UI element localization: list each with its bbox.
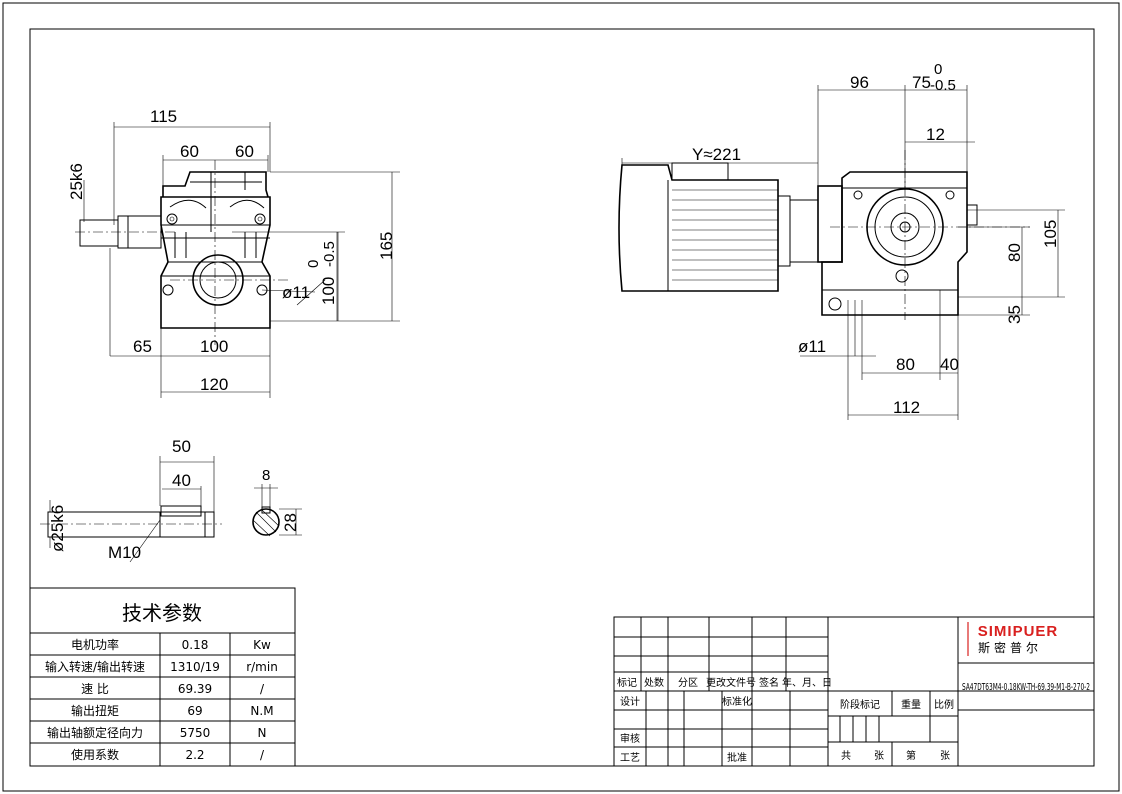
dim-8: 8 (262, 467, 270, 484)
dim-165: 165 (377, 232, 396, 260)
param-unit: / (260, 682, 265, 696)
inner-frame (29, 28, 1095, 767)
param-label: 电机功率 (71, 637, 119, 652)
param-label: 输入转速/输出转速 (45, 659, 145, 674)
shaft-dimension-labels: 50 40 ø25k6 M10 8 28 (48, 437, 300, 562)
dim-100-tol-lo: -0.5 (321, 241, 338, 267)
label-design: 设计 (620, 695, 640, 708)
header-date: 年、月、日 (782, 676, 832, 689)
label-approve: 批准 (727, 751, 747, 764)
dim-75: 75 (912, 73, 931, 92)
header-zone: 分区 (678, 677, 698, 689)
dim-96: 96 (850, 73, 869, 92)
label-standardize: 标准化 (722, 695, 752, 708)
logo-cn: 斯密普尔 (978, 640, 1042, 655)
label-sheet-no: 第 (906, 749, 916, 762)
dim-65: 65 (133, 337, 152, 356)
dim-60-left: 60 (180, 142, 199, 161)
param-value: 69 (187, 704, 202, 718)
dim-120: 120 (200, 375, 228, 394)
dim-25k6: 25k6 (67, 163, 86, 200)
label-sheets-unit: 张 (874, 750, 884, 762)
label-sheet-unit: 张 (940, 750, 950, 762)
dim-75-tol-up: 0 (934, 61, 942, 78)
dim-112: 112 (893, 398, 920, 417)
side-view (618, 85, 1065, 420)
param-unit: N (258, 726, 267, 740)
dim-28: 28 (281, 513, 300, 532)
label-review: 审核 (620, 732, 640, 745)
logo-en: SIMIPUER (978, 623, 1059, 640)
front-view (75, 122, 400, 398)
param-value: 1310/19 (170, 660, 220, 674)
header-change-doc: 更改文件号 (706, 676, 756, 689)
dim-80-horizontal: 80 (896, 355, 915, 374)
dim-40-shaft: 40 (172, 471, 191, 490)
param-label: 使用系数 (71, 747, 119, 762)
param-unit: / (260, 748, 265, 762)
label-total: 共 (841, 750, 851, 762)
dim-105: 105 (1041, 220, 1060, 248)
dim-m10: M10 (108, 543, 141, 562)
param-unit: r/min (246, 660, 278, 674)
label-process: 工艺 (620, 752, 640, 764)
param-label: 输出扭矩 (71, 703, 119, 718)
param-label: 输出轴额定径向力 (47, 725, 143, 740)
title-block: 标记 处数 分区 更改文件号 签名 年、月、日 设计 标准化 审核 工艺 批准 … (613, 616, 1095, 767)
label-weight: 重量 (901, 698, 921, 711)
dim-35: 35 (1005, 305, 1024, 324)
dim-y221: Y≈221 (692, 145, 741, 164)
label-stage-mark: 阶段标记 (840, 698, 880, 711)
param-value: 0.18 (182, 638, 209, 652)
param-value: 69.39 (178, 682, 212, 696)
dim-100-tol-up: 0 (305, 260, 322, 268)
dim-side-d11: ø11 (798, 337, 826, 356)
tech-params-title: 技术参数 (122, 601, 202, 625)
dim-12: 12 (926, 125, 945, 144)
param-label: 速 比 (81, 682, 109, 696)
motor-fins (672, 189, 778, 281)
dim-100-bottom: 100 (200, 337, 228, 356)
param-unit: N.M (250, 704, 273, 718)
dim-115: 115 (150, 107, 177, 126)
side-dimension-labels: 96 75 0 -0.5 Y≈221 12 80 105 35 ø11 80 4… (692, 61, 1060, 417)
dim-60-right: 60 (235, 142, 254, 161)
header-mark: 标记 (617, 677, 637, 689)
dim-80-vertical: 80 (1005, 243, 1024, 262)
model-number: SA47DT63M4-0.18KW-TH-69.39-M1-B-270-2 (962, 682, 1090, 693)
param-value: 5750 (180, 726, 211, 740)
shaft-detail (40, 456, 302, 563)
front-dimension-labels: 115 60 60 25k6 165 100 0 -0.5 ø11 65 100… (67, 107, 396, 394)
param-value: 2.2 (185, 748, 204, 762)
dim-d11: ø11 (282, 283, 310, 302)
header-signature: 签名 (759, 676, 779, 689)
header-count: 处数 (644, 676, 664, 689)
label-scale: 比例 (934, 698, 954, 711)
dim-40: 40 (940, 355, 959, 374)
dim-75-tol-lo: -0.5 (930, 77, 956, 94)
dim-50: 50 (172, 437, 191, 456)
tech-params-table: 技术参数 电机功率 0.18 Kw 输入转速/输出转速 1310/19 r/mi… (29, 587, 296, 767)
dim-d25k6: ø25k6 (48, 505, 67, 552)
param-unit: Kw (253, 638, 271, 652)
dim-100: 100 (319, 277, 338, 305)
